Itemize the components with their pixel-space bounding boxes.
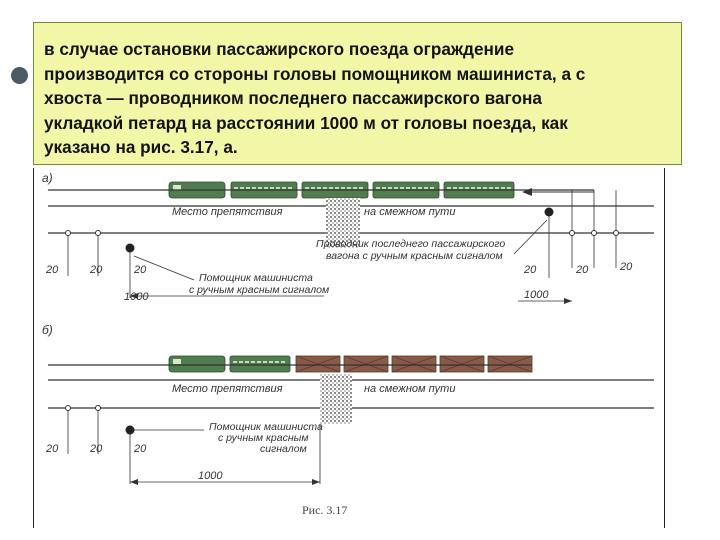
petard-icon: [65, 230, 71, 236]
text-line-4: укладкой петард на расстоянии 1000 м от …: [44, 112, 568, 133]
panel-a-left-dim-2: 20: [89, 264, 103, 276]
panel-b-label: б): [42, 323, 53, 337]
panel-b-left-dim-2: 20: [89, 443, 103, 455]
petard-icon: [95, 230, 101, 236]
petard-icon: [65, 405, 71, 411]
panel-b-assistant-label-3: сигналом: [260, 443, 307, 455]
panel-b-left-dim-3: 20: [133, 443, 147, 455]
panel-b-assistant-label-2: с ручным красным: [218, 432, 309, 444]
panel-a-assistant-pointer: [133, 255, 195, 281]
panel-a-left-dim-1: 20: [45, 264, 59, 276]
panel-b-obstacle-label: Место препятствия: [172, 383, 283, 395]
petard-icon: [569, 230, 575, 236]
red-signal-icon: [125, 425, 135, 435]
panel-a-right-dim-1: 20: [523, 264, 537, 276]
panel-a-left-distance: 1000: [124, 291, 149, 303]
panel-a-label: а): [42, 171, 53, 185]
bullet-point-icon: [11, 67, 28, 84]
panel-b-assistant-label-1: Помощник машиниста: [209, 421, 323, 433]
text-line-1: в случае остановки пассажирского поезда …: [44, 39, 515, 59]
panel-a-right-distance: 1000: [524, 289, 549, 301]
panel-a-obstacle-label: Место препятствия: [172, 206, 283, 218]
passenger-car: [229, 355, 291, 373]
locomotive: [168, 355, 226, 373]
railway-diagram-svg: а) Место препятствия на смежном пути Про…: [42, 171, 654, 517]
panel-b-train: [168, 355, 533, 373]
figure-caption: Рис. 3.17: [302, 503, 347, 517]
panel-a-adjacent-label: на смежном пути: [364, 206, 455, 218]
petard-icon: [613, 230, 619, 236]
panel-a-conductor-label-2: вагона с ручным красным сигналом: [326, 250, 503, 262]
panel-a-conductor-pointer: [513, 219, 548, 255]
panel-a-right-dim-2: 20: [575, 264, 589, 276]
panel-a-right-dim-3: 20: [619, 261, 633, 273]
panel-b-adjacent-label: на смежном пути: [364, 383, 455, 395]
panel-b-left-dim-1: 20: [45, 443, 59, 455]
red-signal-icon: [125, 243, 135, 253]
panel-a-conductor-label-1: Проводник последнего пассажирского: [316, 238, 505, 250]
text-line-2: производится со стороны головы помощнико…: [44, 63, 586, 84]
text-line-5: указано на рис. 3.17, а.: [44, 137, 238, 157]
locomotive-window: [173, 185, 181, 190]
panel-b-obstacle: [320, 374, 352, 424]
panel-b-distance: 1000: [198, 470, 223, 482]
railway-diagram: а) Место препятствия на смежном пути Про…: [33, 168, 665, 528]
panel-a-left-dim-3: 20: [133, 264, 147, 276]
text-line-3: хвоста — проводником последнего пассажир…: [44, 88, 542, 108]
panel-a-obstacle: [326, 198, 360, 248]
panel-a-assistant-label-1: Помощник машиниста: [199, 272, 313, 284]
red-signal-icon: [544, 207, 554, 217]
slide-text-box: в случае остановки пассажирского поезда …: [33, 22, 682, 165]
petard-icon: [95, 405, 101, 411]
panel-a-assistant-label-2: с ручным красным сигналом: [189, 284, 329, 296]
petard-icon: [591, 230, 597, 236]
